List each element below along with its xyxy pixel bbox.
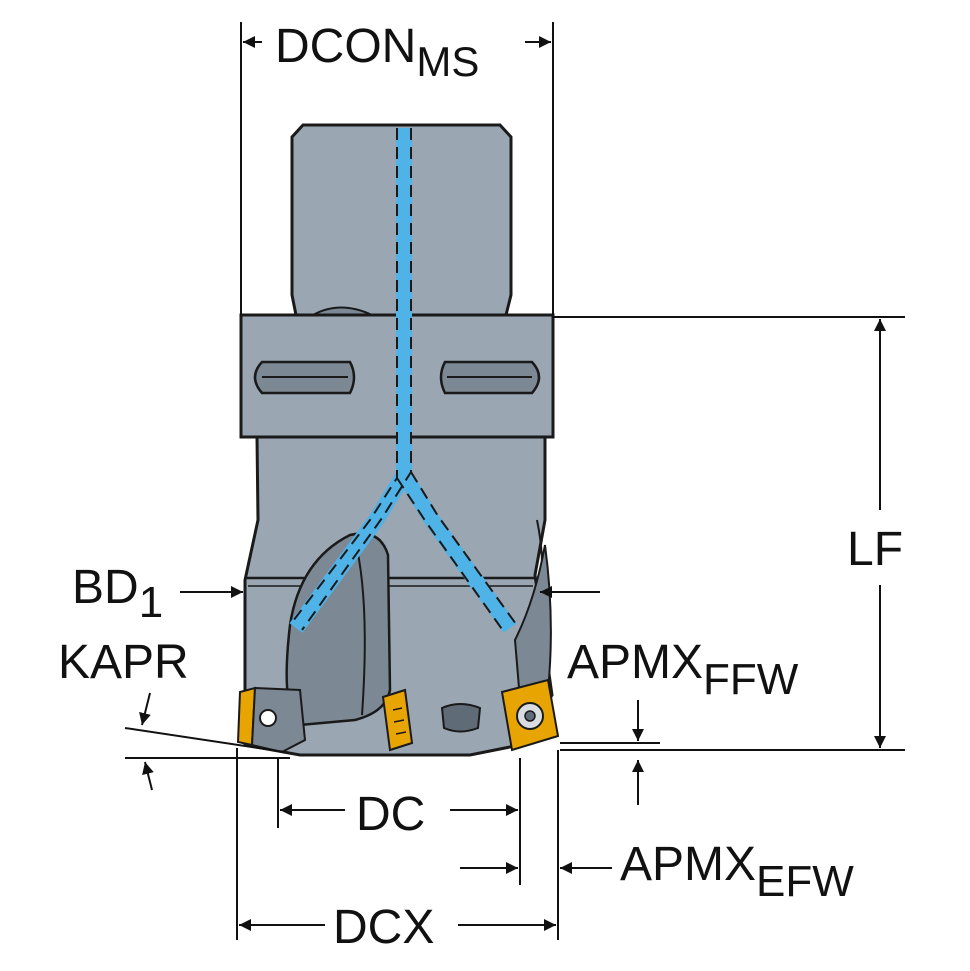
label-bd1: BD1 — [72, 561, 163, 627]
label-dc: DC — [356, 788, 425, 841]
coolant-main — [289, 128, 412, 633]
kapr-arrow-bottom — [142, 761, 154, 791]
insert-left-seat — [250, 686, 307, 754]
coolant-channel — [289, 128, 517, 633]
label-lf: LF — [847, 523, 903, 576]
label-dcon-ms: DCONMS — [275, 20, 479, 85]
label-kapr: KAPR — [58, 636, 189, 689]
kapr-line-edge — [124, 727, 286, 753]
coolant-branch — [397, 470, 517, 633]
label-apmx-ffw: APMXFFW — [567, 636, 799, 704]
kapr-arrow-top — [139, 692, 151, 726]
label-dcx: DCX — [333, 901, 434, 954]
dimension-lines — [124, 22, 905, 940]
label-apmx-efw: APMXEFW — [620, 838, 854, 906]
cutter-body — [239, 123, 555, 757]
chip-pocket-right — [513, 544, 552, 702]
insert-center — [381, 688, 414, 752]
cutting-inserts — [236, 678, 560, 754]
